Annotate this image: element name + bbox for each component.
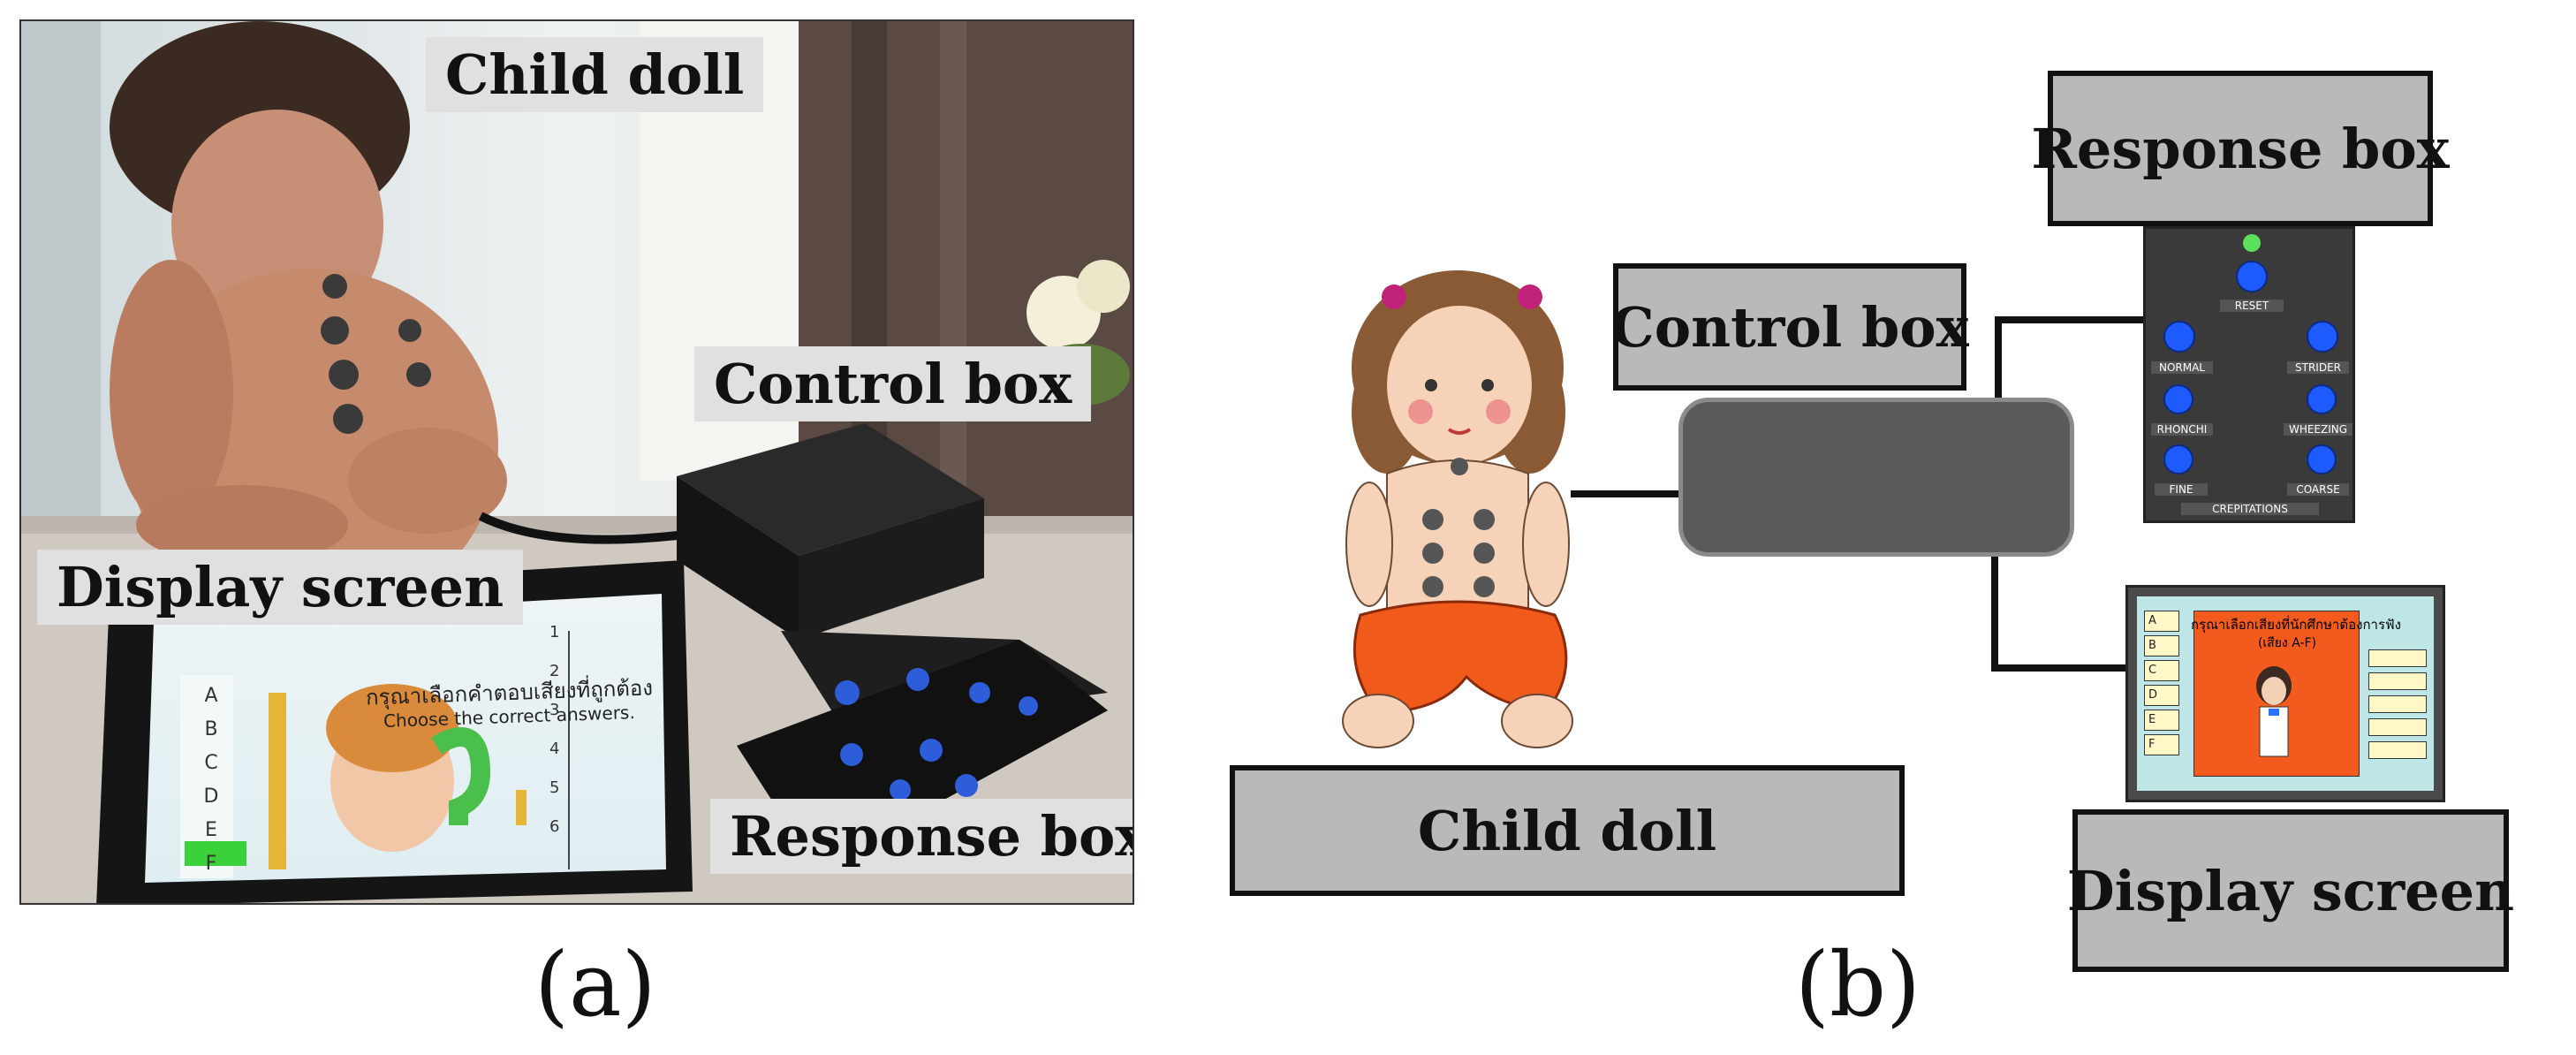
normal-button[interactable] [2163,321,2195,353]
wheezing-label: WHEEZING [2284,423,2352,436]
nurse-figure-icon [2247,664,2300,762]
coarse-button[interactable] [2307,444,2337,474]
caption-a: (a) [534,933,656,1036]
display-letter[interactable]: D [2144,685,2179,706]
label-display-screen: Display screen [37,550,524,625]
led-green-icon [2243,234,2261,252]
display-orange-panel [2193,611,2360,777]
answer-slot[interactable] [2368,649,2427,667]
display-letter[interactable]: F [2144,734,2179,755]
display-letter[interactable]: E [2144,710,2179,731]
answer-slot[interactable] [2368,695,2427,713]
photo-illustration [21,21,1133,903]
tablet-number[interactable]: 6 [549,817,560,836]
answer-slot[interactable] [2368,741,2427,759]
box-display: Display screen [2067,809,2514,972]
display-thai-sub: (เสียง A-F) [2257,636,2317,650]
answer-slot[interactable] [2368,672,2427,690]
connector-control-response-vertical [1995,316,2002,405]
tablet-number[interactable]: 5 [549,778,560,797]
display-answer-slots [2368,649,2427,764]
tablet-number-list: 1 2 3 4 5 6 [549,613,571,846]
normal-label: NORMAL [2151,361,2213,374]
reset-button[interactable] [2236,261,2268,292]
tablet-letter[interactable]: E [205,819,217,841]
response-box-panel: RESET NORMAL STRIDER RHONCHI WHEEZING FI… [2143,226,2355,523]
strider-label: STRIDER [2287,361,2349,374]
connector-control-display-vertical [1991,548,1998,672]
fine-label: FINE [2155,483,2208,496]
wheezing-button[interactable] [2307,384,2337,414]
connector-doll-control [1571,490,1682,497]
control-box-device [1678,398,2074,557]
tablet-letter-list: A B C D E F [193,679,229,881]
child-doll-illustration [1325,262,1581,765]
display-letter[interactable]: C [2144,660,2179,681]
display-thai-prompt: กรุณาเลือกเสียงที่นักศึกษาต้องการฟัง [2190,617,2401,633]
label-child-doll: Child doll [426,37,764,112]
answer-slot[interactable] [2368,718,2427,736]
tablet-letter[interactable]: C [204,752,218,774]
tablet-letter[interactable]: A [204,685,218,707]
strider-button[interactable] [2307,321,2338,353]
tablet-number[interactable]: 2 [549,662,560,680]
box-response: Response box [2031,71,2450,226]
tablet-number[interactable]: 1 [549,623,560,641]
display-letter[interactable]: A [2144,611,2179,632]
connector-control-display-horizontal [1991,664,2133,672]
photo-panel-a: กรุณาเลือกคำตอบเสียงที่ถูกต้อง Choose th… [19,19,1134,905]
tablet-letter[interactable]: B [204,718,218,740]
rhonchi-label: RHONCHI [2151,423,2213,436]
display-screen-surface: A B C D E F กรุณาเลือกเสียงที่นักศึกษาต้… [2137,596,2434,791]
box-control: Control box [1610,263,1969,391]
label-control-box: Control box [694,346,1092,421]
tablet-number[interactable]: 3 [549,701,560,719]
tablet-number[interactable]: 4 [549,740,560,758]
rhonchi-button[interactable] [2163,384,2193,414]
tablet-letter[interactable]: D [203,786,219,808]
label-response-box: Response box [710,799,1133,874]
reset-label: RESET [2220,300,2284,312]
crepitations-label: CREPITATIONS [2181,503,2319,515]
display-letter[interactable]: B [2144,635,2179,657]
fine-button[interactable] [2163,444,2193,474]
display-letter-list: A B C D E F [2144,611,2179,759]
caption-b: (b) [1795,933,1921,1036]
tablet-letter[interactable]: F [205,853,217,875]
box-child-doll: Child doll [1230,765,1905,896]
connector-control-response-horizontal [1995,316,2152,323]
display-device: A B C D E F กรุณาเลือกเสียงที่นักศึกษาต้… [2125,585,2445,802]
coarse-label: COARSE [2287,483,2349,496]
